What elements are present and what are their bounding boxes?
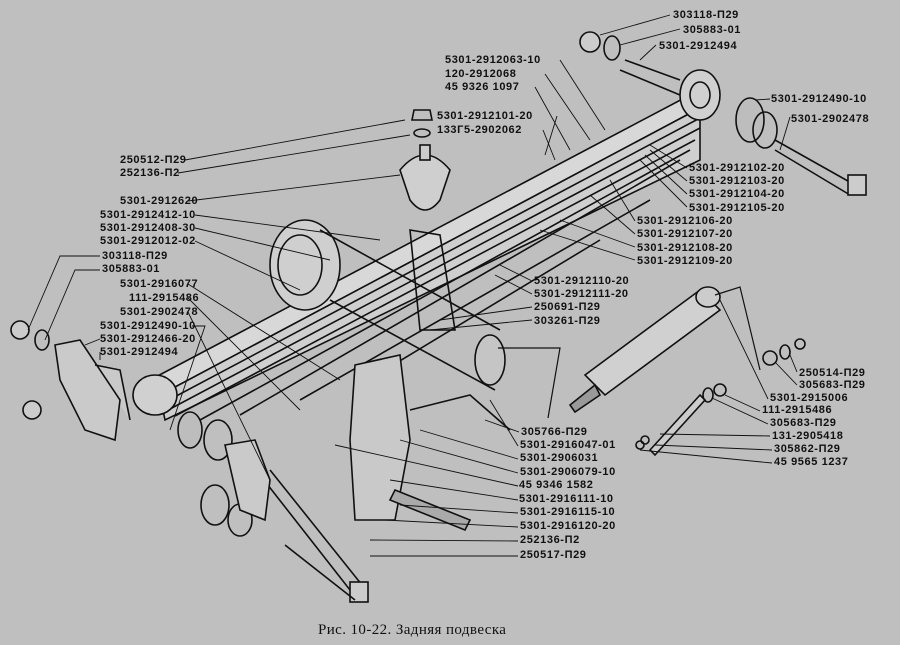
part-label: 303118-П29: [102, 250, 168, 262]
part-label: 305683-П29: [799, 379, 866, 391]
part-label: 5301-2906031: [520, 452, 599, 464]
part-label: 5301-2912111-20: [534, 288, 629, 300]
part-label: 111-2915486: [762, 404, 833, 416]
leaf-spring: [148, 93, 702, 422]
bump-stop: [399, 109, 451, 211]
part-label: 5301-2912063-10: [445, 54, 541, 66]
part-label: 133Г5-2902062: [437, 124, 522, 136]
part-label: 5301-2916115-10: [520, 506, 616, 518]
stabilizer-bracket: [349, 354, 411, 521]
part-label: 305862-П29: [774, 443, 841, 455]
part-label: 5301-2912101-20: [437, 110, 533, 122]
part-label: 5301-2902478: [791, 113, 870, 125]
part-label: 5301-2912108-20: [637, 242, 733, 254]
part-label: 305883-01: [102, 263, 161, 275]
part-label: 252136-П2: [120, 167, 180, 179]
part-label: 5301-2912107-20: [637, 228, 733, 240]
part-label: 303118-П29: [673, 9, 739, 21]
part-label: 5301-2912103-20: [689, 175, 785, 187]
part-label: 5301-2912490-10: [100, 320, 196, 332]
part-label: 5301-2912620: [120, 195, 199, 207]
figure-caption: Рис. 10-22. Задняя подвеска: [318, 622, 507, 638]
part-label: 5301-2912494: [100, 346, 179, 358]
part-label: 45 9326 1097: [445, 81, 520, 93]
shock-absorber: [568, 286, 806, 457]
part-label: 5301-2912466-20: [100, 333, 196, 345]
part-label: 5301-2916047-01: [520, 439, 616, 451]
part-label: 5301-2912106-20: [637, 215, 733, 227]
part-label: 5301-2912109-20: [637, 255, 733, 267]
part-label: 305683-П29: [770, 417, 837, 429]
part-label: 5301-2912490-10: [771, 93, 867, 105]
part-label: 250691-П29: [534, 301, 601, 313]
part-label: 305883-01: [683, 24, 742, 36]
part-label: 5301-2906079-10: [520, 466, 616, 478]
part-label: 45 9565 1237: [774, 456, 849, 468]
part-label: 303261-П29: [534, 315, 601, 327]
part-label: 5301-2912102-20: [689, 162, 785, 174]
part-label: 5301-2902478: [120, 306, 199, 318]
spring-eye-front: [132, 69, 721, 416]
part-label: 250514-П29: [799, 367, 866, 379]
leader-lines: [27, 14, 798, 557]
part-label: 5301-2916111-10: [519, 493, 614, 505]
part-label: 5301-2912412-10: [100, 209, 196, 221]
part-label: 120-2912068: [445, 68, 517, 80]
part-label: 5301-2912104-20: [689, 188, 785, 200]
part-label: 5301-2916077: [120, 278, 199, 290]
part-label: 252136-П2: [520, 534, 580, 546]
part-label: 45 9346 1582: [519, 479, 594, 491]
part-label: 5301-2912105-20: [689, 202, 785, 214]
part-label: 5301-2912012-02: [100, 235, 196, 247]
part-label: 250517-П29: [520, 549, 587, 561]
part-label: 5301-2912408-30: [100, 222, 196, 234]
part-label: 5301-2912110-20: [534, 275, 630, 287]
part-label: 250512-П29: [120, 154, 187, 166]
part-label: 5301-2912494: [659, 40, 738, 52]
part-label: 131-2905418: [772, 430, 844, 442]
part-label: 5301-2916120-20: [520, 520, 616, 532]
axle-housing: [269, 219, 506, 391]
part-label: 305766-П29: [521, 426, 588, 438]
arrow: [714, 286, 761, 371]
part-label: 111-2915486: [129, 292, 200, 304]
part-label: 5301-2915006: [770, 392, 849, 404]
bolts: [10, 31, 867, 603]
spring-shackle: [54, 339, 131, 442]
